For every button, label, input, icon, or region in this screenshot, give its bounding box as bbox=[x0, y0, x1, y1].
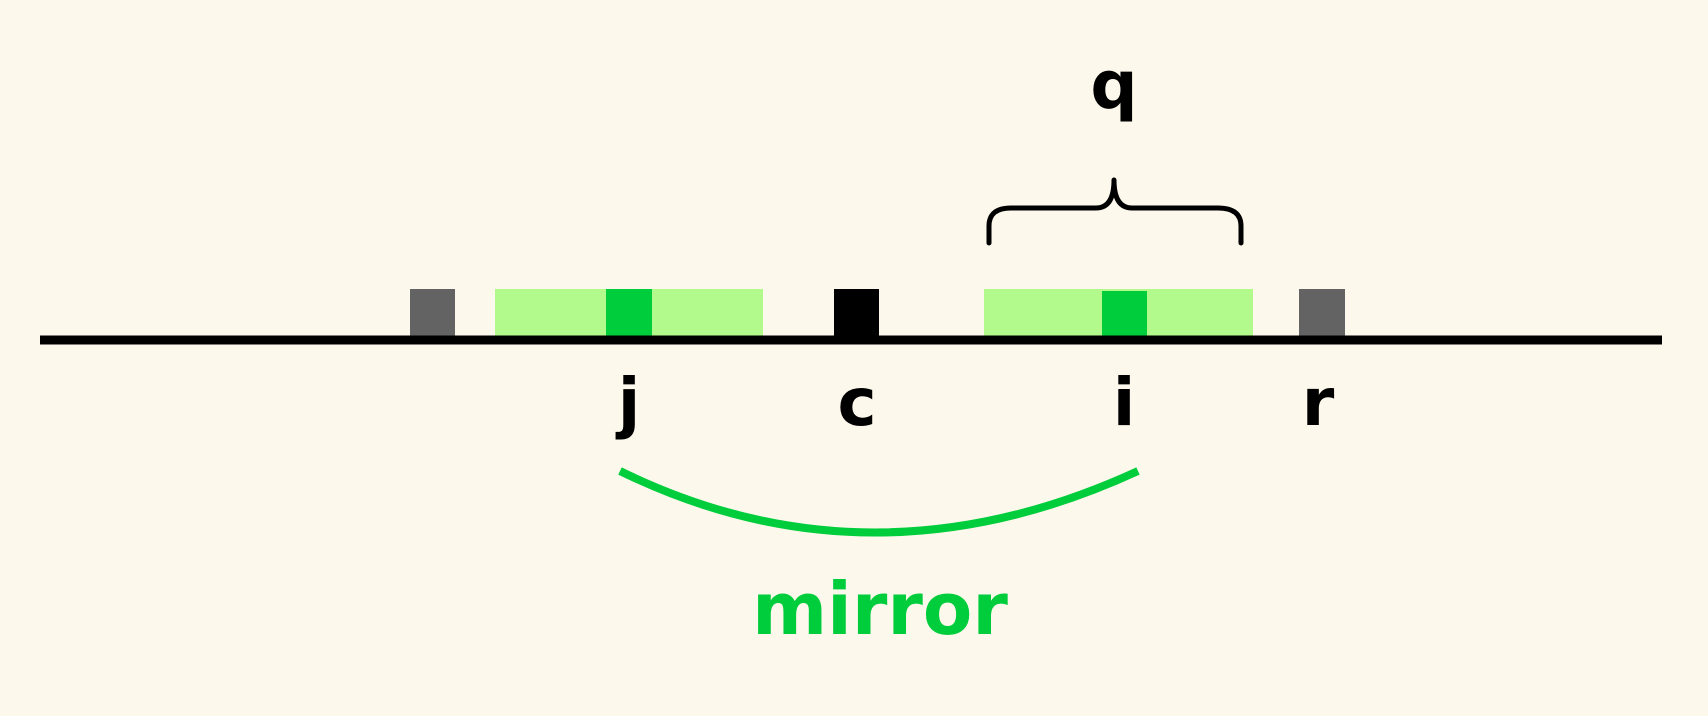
i-block bbox=[1102, 291, 1147, 336]
label-i: i bbox=[1113, 364, 1136, 441]
label-c: c bbox=[837, 364, 876, 441]
center-block bbox=[834, 289, 879, 336]
left-boundary-block bbox=[410, 289, 455, 336]
q-brace bbox=[986, 177, 1244, 246]
right-boundary-block bbox=[1299, 289, 1345, 336]
label-q: q bbox=[1090, 47, 1137, 124]
j-block bbox=[606, 289, 652, 336]
label-mirror: mirror bbox=[752, 567, 1008, 651]
label-r: r bbox=[1302, 364, 1335, 441]
label-j: j bbox=[615, 364, 641, 441]
mirror-arc bbox=[618, 467, 1140, 537]
